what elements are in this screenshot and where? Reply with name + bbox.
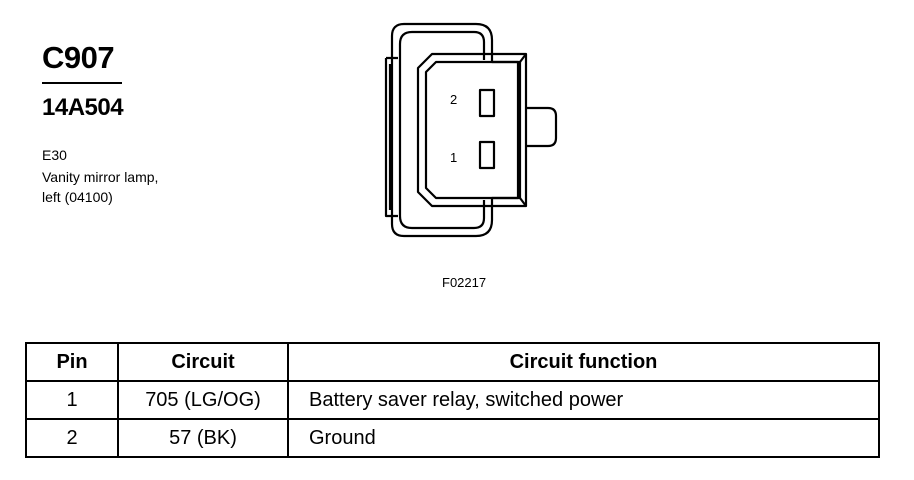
table-row: 1 705 (LG/OG) Battery saver relay, switc… [25, 380, 880, 420]
cell-circuit: 57 (BK) [117, 418, 289, 458]
locking-tab [526, 106, 558, 148]
description-line-2: left (04100) [42, 189, 113, 205]
description-line-1: Vanity mirror lamp, [42, 169, 159, 185]
connector-chamfer-bottom [519, 197, 527, 207]
figure-number: F02217 [442, 275, 487, 290]
header-circuit: Circuit [117, 342, 289, 382]
pin-label-2: 2 [450, 92, 457, 107]
connector-inner-shell [398, 30, 486, 230]
connector-face-inner [424, 60, 522, 200]
connector-outer-shell [390, 22, 520, 238]
location-code: E30 [42, 147, 67, 163]
cell-circuit: 705 (LG/OG) [117, 380, 289, 420]
pin-label-1: 1 [450, 150, 457, 165]
connector-face-diagram: 2 1 [384, 22, 558, 238]
cell-pin: 1 [25, 380, 119, 420]
connector-left-flange [384, 56, 398, 218]
pin-circuit-table: Pin Circuit Circuit function 1 705 (LG/O… [25, 342, 880, 458]
part-number: 14A504 [42, 94, 124, 121]
pin-cavity-2 [478, 88, 496, 118]
table-header-row: Pin Circuit Circuit function [25, 342, 880, 382]
title-underline [42, 82, 122, 84]
header-circuit-function: Circuit function [287, 342, 880, 382]
connector-face [416, 52, 528, 208]
header-pin: Pin [25, 342, 119, 382]
cell-pin: 2 [25, 418, 119, 458]
connector-id: C907 [42, 40, 115, 75]
table-row: 2 57 (BK) Ground [25, 418, 880, 458]
pin-cavity-1 [478, 140, 496, 170]
connector-chamfer-top [519, 53, 527, 63]
cell-circuit-function: Ground [287, 418, 880, 458]
cell-circuit-function: Battery saver relay, switched power [287, 380, 880, 420]
